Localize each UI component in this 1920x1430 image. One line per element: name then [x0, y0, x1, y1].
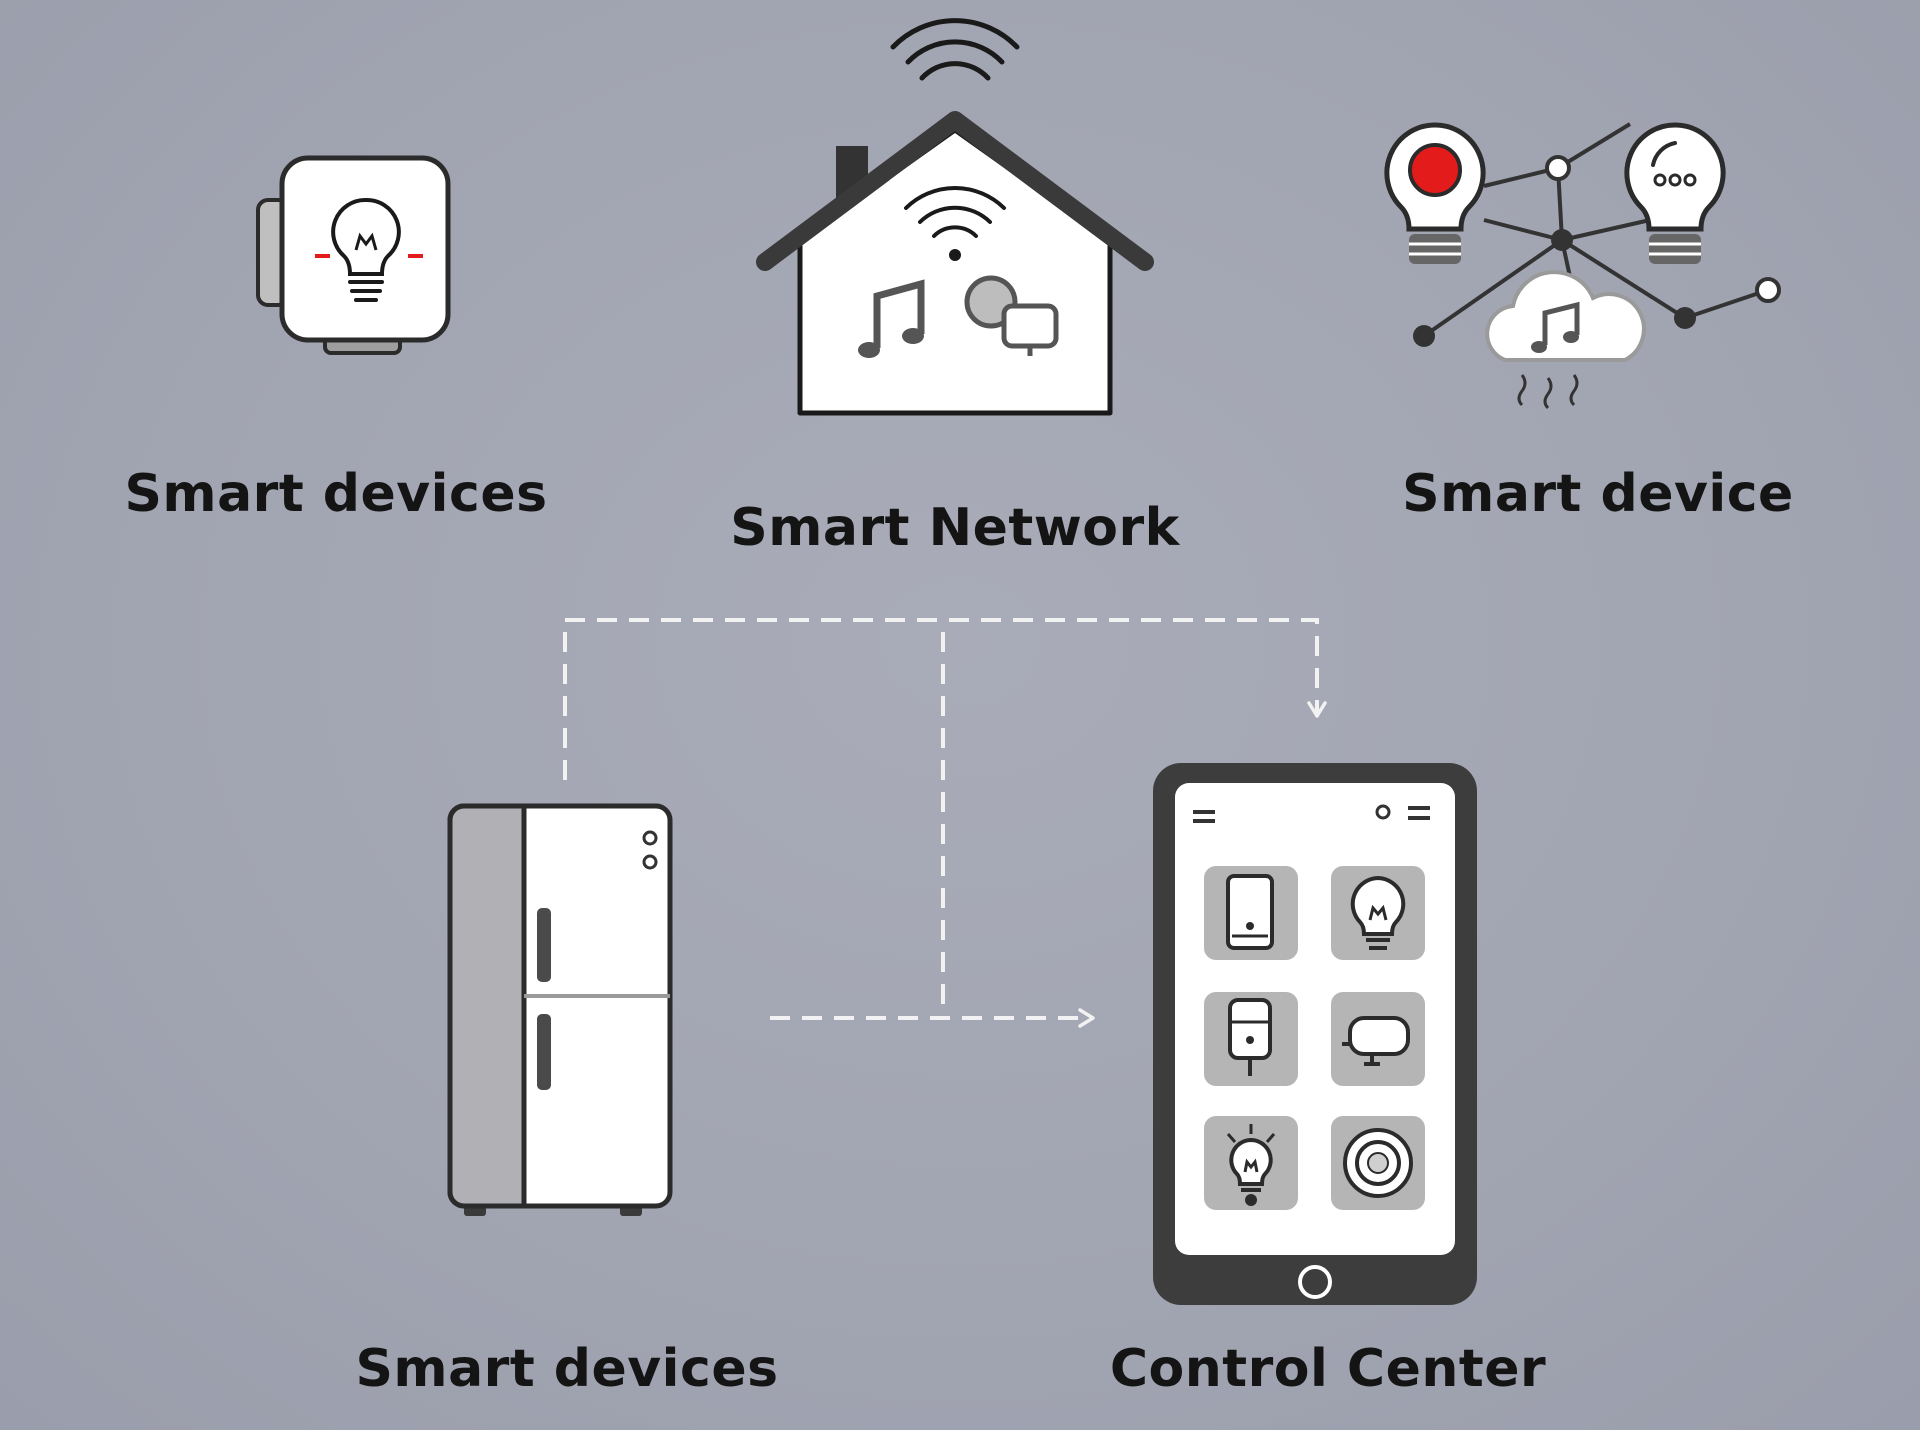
refrigerator-icon — [447, 803, 673, 1216]
label-control-center: Control Center — [1109, 1339, 1547, 1399]
label-smart-devices-top: Smart devices — [124, 464, 548, 524]
label-smart-network: Smart Network — [730, 498, 1180, 558]
connector-lines — [563, 618, 1327, 1028]
connected-bulbs-cloud-icon — [1384, 122, 1781, 410]
label-smart-device: Smart device — [1402, 464, 1794, 524]
smart-house-icon — [756, 18, 1154, 416]
connector-fridge-to-bus — [563, 618, 1327, 780]
smart-plug-bulb-icon — [256, 155, 451, 355]
label-smart-devices-bottom: Smart devices — [355, 1339, 779, 1399]
tablet-control-icon — [1153, 763, 1477, 1305]
